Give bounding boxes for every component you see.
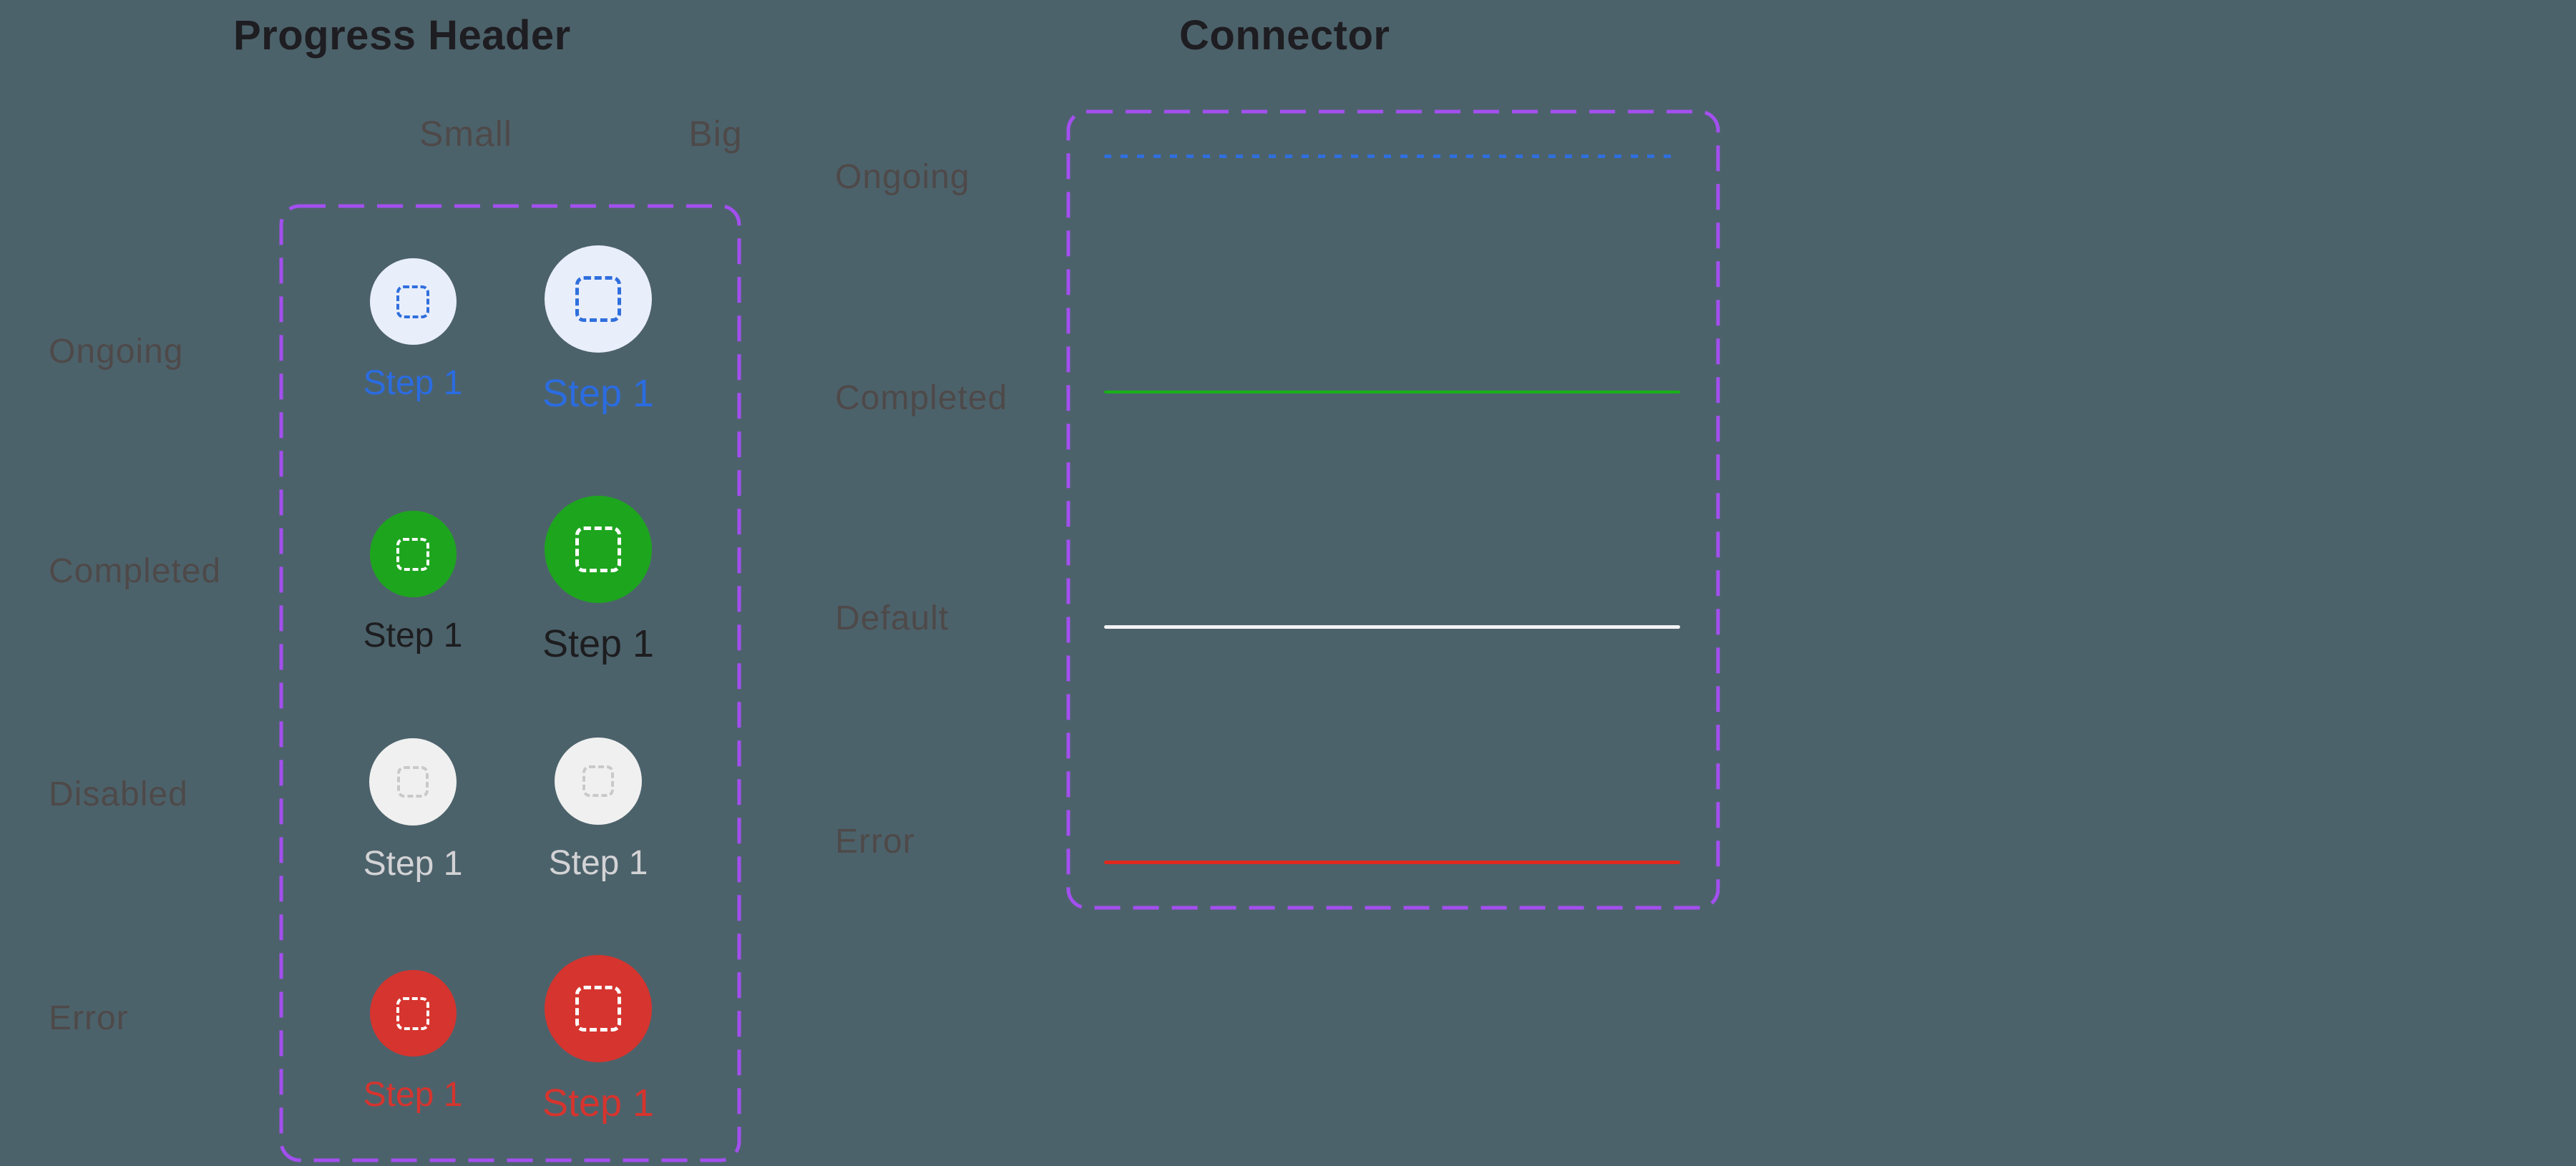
demo-frame-border	[1066, 109, 1720, 910]
row-label-error: Error	[49, 999, 129, 1037]
step-demo-error-small: Step 1	[334, 970, 492, 1114]
step-label: Step 1	[542, 372, 655, 415]
row-label-ongoing: Ongoing	[49, 333, 184, 371]
step-label: Step 1	[542, 622, 655, 665]
step-label: Step 1	[542, 1082, 655, 1125]
placeholder-square-icon	[396, 996, 429, 1030]
step-demo-ongoing-small: Step 1	[334, 258, 492, 403]
progress-header-section-title: Progress Header	[233, 12, 571, 59]
step-label: Step 1	[363, 617, 463, 655]
step-circle-ongoing-big[interactable]	[545, 245, 652, 353]
row-label-disabled: Disabled	[49, 775, 188, 813]
connector-line-default	[1104, 625, 1680, 629]
step-demo-disabled-big: Step 1	[519, 738, 677, 883]
step-label: Step 1	[363, 1076, 463, 1114]
placeholder-square-icon	[396, 537, 429, 571]
step-demo-completed-big: Step 1	[519, 496, 677, 666]
step-label: Step 1	[363, 364, 463, 402]
step-label: Step 1	[548, 844, 648, 882]
connector-demo-frame	[1066, 109, 1720, 910]
placeholder-square-icon	[575, 276, 621, 322]
connector-row-label-completed: Completed	[835, 379, 1008, 417]
connector-section-title: Connector	[1179, 12, 1390, 59]
placeholder-square-icon	[396, 285, 429, 318]
placeholder-square-icon	[575, 986, 621, 1032]
placeholder-square-icon	[397, 766, 429, 798]
step-circle-completed-big[interactable]	[545, 496, 652, 603]
row-label-completed: Completed	[49, 552, 222, 590]
connector-line-error	[1104, 861, 1680, 864]
placeholder-square-icon	[582, 765, 614, 797]
connector-line-completed	[1104, 391, 1680, 393]
placeholder-square-icon	[575, 526, 621, 572]
connector-row-label-error: Error	[835, 823, 915, 861]
step-circle-error-small[interactable]	[369, 970, 457, 1057]
connector-row-label-ongoing: Ongoing	[835, 158, 970, 196]
connector-line-ongoing	[1104, 155, 1680, 158]
step-circle-disabled-small[interactable]	[369, 738, 457, 825]
step-label: Step 1	[363, 845, 463, 883]
step-circle-disabled-big[interactable]	[555, 738, 642, 825]
column-header-big: Big	[688, 114, 743, 154]
step-demo-completed-small: Step 1	[334, 511, 492, 655]
step-circle-ongoing-small[interactable]	[369, 258, 457, 345]
step-circle-completed-small[interactable]	[369, 511, 457, 597]
step-demo-ongoing-big: Step 1	[519, 245, 677, 416]
step-demo-disabled-small: Step 1	[334, 738, 492, 883]
connector-row-label-default: Default	[835, 599, 950, 637]
column-header-small: Small	[419, 114, 513, 154]
step-demo-error-big: Step 1	[519, 955, 677, 1125]
step-circle-error-big[interactable]	[545, 955, 652, 1062]
